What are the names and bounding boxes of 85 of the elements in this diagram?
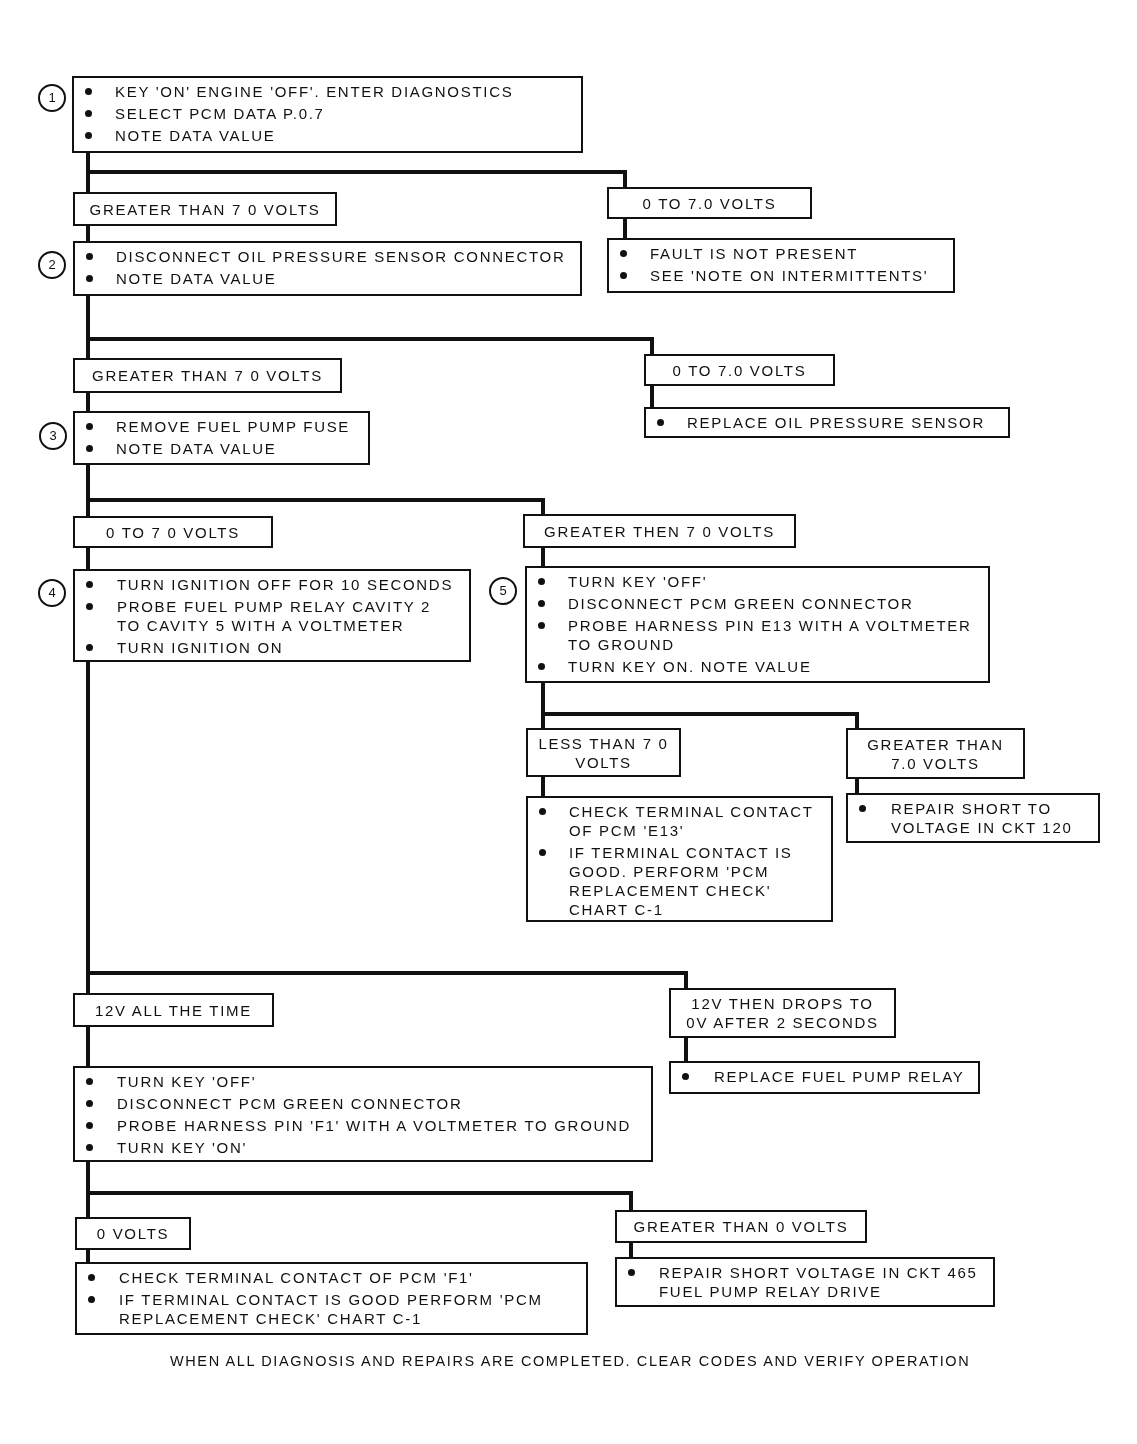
instruction-box [73, 1066, 653, 1162]
instruction-box [526, 796, 833, 922]
step-number: 1 [38, 84, 66, 112]
result-box [73, 516, 273, 548]
instruction-text: REMOVE FUEL PUMP FUSE [116, 417, 352, 436]
connector-line [541, 548, 545, 566]
instruction-text: REPAIR SHORT VOLTAGE IN CKT 465 FUEL PUMP RELAY DRIVE [659, 1263, 979, 1301]
instruction-box [615, 1257, 995, 1307]
instruction-text: DISCONNECT PCM GREEN CONNECTOR [568, 594, 915, 613]
result-box [73, 993, 274, 1027]
result-box [669, 988, 896, 1038]
instruction-box [607, 238, 955, 293]
note-text: WHEN ALL DIAGNOSIS AND REPAIRS ARE COMPLETED. CLEAR CODES AND VERIFY OPERATION [170, 1352, 971, 1370]
instruction-text: NOTE DATA VALUE [116, 439, 278, 458]
condition-text: 12V THEN DROPS TO 0V AFTER 2 SECONDS [685, 994, 880, 1032]
result-box [73, 358, 342, 393]
instruction-text: TURN KEY ON. NOTE VALUE [568, 657, 813, 676]
connector-line [629, 1243, 633, 1257]
condition-text: GREATER THAN 7.0 VOLTS [866, 734, 1005, 773]
instruction-text: CHECK TERMINAL CONTACT OF PCM 'F1' [119, 1268, 475, 1287]
instruction-text: TURN IGNITION OFF FOR 10 SECONDS [117, 575, 455, 594]
step-number: 3 [39, 422, 67, 450]
instruction-box [73, 241, 582, 296]
instruction-text: PROBE FUEL PUMP RELAY CAVITY 2 TO CAVITY 5 WITH A VOLTMETER [117, 597, 433, 635]
condition-text: LESS THAN 7 0 VOLTS [537, 733, 670, 772]
instruction-box [73, 569, 471, 662]
instruction-text: REPAIR SHORT TO VOLTAGE IN CKT 120 [891, 799, 1074, 837]
condition-text: 0 TO 7 0 VOLTS [106, 522, 240, 542]
instruction-text: NOTE DATA VALUE [115, 126, 277, 145]
step-number: 4 [38, 579, 66, 607]
connector-line [541, 777, 545, 796]
connector-line [541, 683, 859, 728]
step-number: 2 [38, 251, 66, 279]
connector-line [855, 779, 859, 793]
condition-text: 0 TO 7.0 VOLTS [642, 193, 777, 213]
connector-line [86, 1250, 90, 1262]
instruction-text: PROBE HARNESS PIN 'F1' WITH A VOLTMETER TO GROUND [117, 1116, 633, 1135]
result-box [607, 187, 812, 219]
condition-text: GREATER THEN 7 0 VOLTS [544, 521, 775, 541]
instruction-box [525, 566, 990, 683]
connector-line [650, 386, 654, 407]
condition-text: GREATER THAN 7 0 VOLTS [92, 366, 323, 385]
connector-line [684, 1038, 688, 1061]
instruction-text: SEE 'NOTE ON INTERMITTENTS' [650, 266, 930, 285]
instruction-text: KEY 'ON' ENGINE 'OFF'. ENTER DIAGNOSTICS [115, 82, 515, 101]
connector-line [86, 465, 545, 514]
instruction-box [644, 407, 1010, 438]
result-box [73, 192, 337, 226]
connector-line [86, 548, 90, 569]
result-box [644, 354, 835, 386]
instruction-text: SELECT PCM DATA P.0.7 [115, 104, 326, 123]
condition-text: GREATER THAN 7 0 VOLTS [89, 199, 321, 219]
condition-text: 0 VOLTS [96, 1224, 170, 1243]
instruction-text: TURN KEY 'OFF' [117, 1072, 258, 1091]
instruction-text: IF TERMINAL CONTACT IS GOOD. PERFORM 'PCM REPLACEMENT CHECK' CHART C-1 [569, 843, 794, 919]
result-box [615, 1210, 867, 1243]
result-box [846, 728, 1025, 779]
result-box [75, 1217, 191, 1250]
instruction-text: DISCONNECT PCM GREEN CONNECTOR [117, 1094, 464, 1113]
instruction-text: REPLACE OIL PRESSURE SENSOR [687, 413, 986, 432]
instruction-text: NOTE DATA VALUE [116, 269, 278, 288]
result-box [526, 728, 681, 777]
instruction-box [75, 1262, 588, 1335]
instruction-box [846, 793, 1100, 843]
result-box [523, 514, 796, 548]
instruction-text: PROBE HARNESS PIN E13 WITH A VOLTMETER TO GROUND [568, 616, 973, 654]
instruction-box [669, 1061, 980, 1094]
instruction-text: CHECK TERMINAL CONTACT OF PCM 'E13' [569, 802, 815, 840]
instruction-text: DISCONNECT OIL PRESSURE SENSOR CONNECTOR [116, 247, 567, 266]
connector-line [86, 1027, 90, 1066]
condition-text: GREATER THAN 0 VOLTS [633, 1217, 849, 1236]
condition-text: 12V ALL THE TIME [95, 1000, 252, 1020]
instruction-text: TURN KEY 'ON' [117, 1138, 249, 1157]
instruction-box [73, 411, 370, 465]
instruction-text: TURN IGNITION ON [117, 638, 285, 657]
instruction-text: TURN KEY 'OFF' [568, 572, 709, 591]
instruction-text: FAULT IS NOT PRESENT [650, 244, 860, 263]
step-number: 5 [489, 577, 517, 605]
instruction-text: REPLACE FUEL PUMP RELAY [714, 1067, 966, 1086]
connector-line [86, 393, 90, 411]
condition-text: 0 TO 7.0 VOLTS [672, 360, 807, 380]
instruction-box [72, 76, 583, 153]
instruction-text: IF TERMINAL CONTACT IS GOOD PERFORM 'PCM REPLACEMENT CHECK' CHART C-1 [119, 1290, 544, 1328]
connector-line [623, 219, 627, 238]
connector-line [86, 226, 90, 241]
